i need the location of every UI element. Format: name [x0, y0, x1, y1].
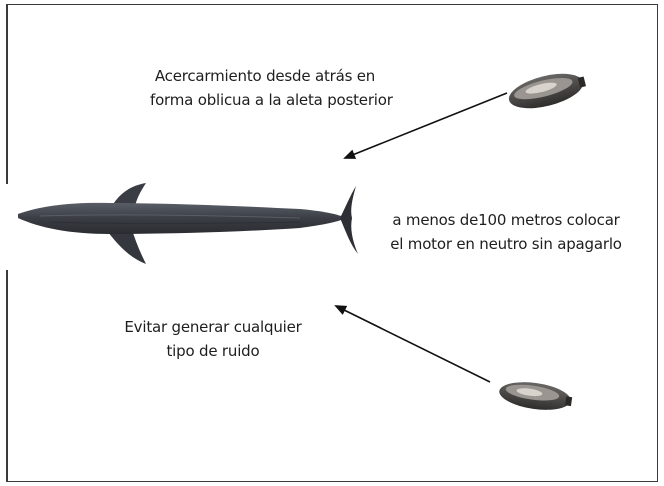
frame-left-edge-top [6, 4, 8, 184]
boat-bottom-illustration [499, 382, 573, 410]
neutral-line-2: el motor en neutro sin apagarlo [390, 235, 622, 253]
noise-instruction-text: Evitar generar cualquier tipo de ruido [88, 315, 338, 363]
diagram-frame [6, 4, 658, 482]
approach-line-2: forma oblicua a la aleta posterior [150, 91, 393, 109]
boat-top-illustration [508, 73, 587, 109]
whale-illustration [18, 183, 358, 264]
approach-instruction-text: Acercarmiento desde atrás en forma oblic… [150, 64, 393, 112]
approach-arrow-top [343, 92, 508, 159]
approach-line-1: Acercarmiento desde atrás en [154, 67, 376, 85]
neutral-line-1: a menos de100 metros colocar [392, 211, 620, 229]
noise-line-2: tipo de ruido [166, 342, 260, 360]
approach-arrow-bottom [334, 305, 491, 383]
neutral-engine-instruction-text: a menos de100 metros colocar el motor en… [372, 208, 640, 256]
frame-left-edge-bottom [6, 270, 8, 482]
noise-line-1: Evitar generar cualquier [124, 318, 302, 336]
